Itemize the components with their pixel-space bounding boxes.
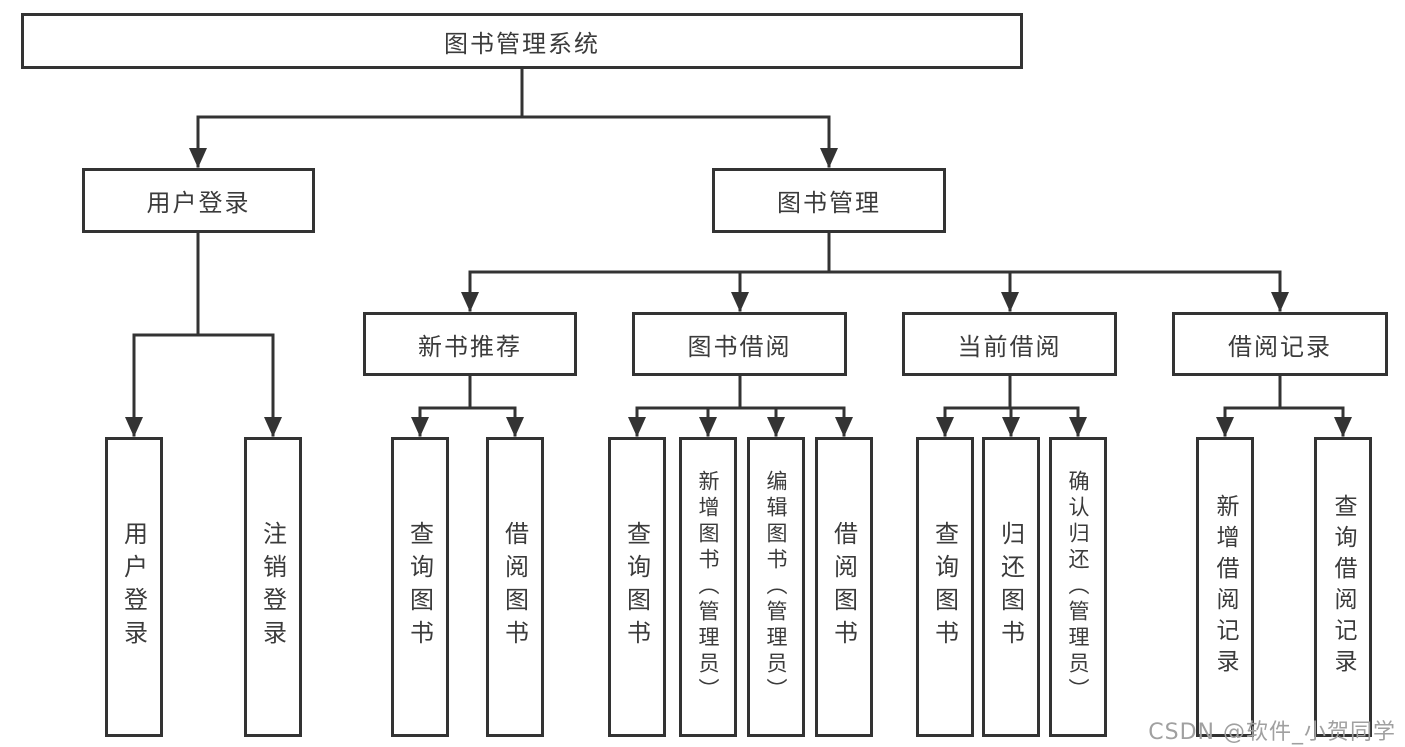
node-label: 图书借阅 [687, 332, 792, 361]
node-new-book-recommend: 新书推荐 [363, 312, 577, 376]
node-book-borrow: 图书借阅 [632, 312, 847, 376]
node-user-login: 用户登录 [82, 168, 315, 233]
csdn-watermark: CSDN @软件_小贺同学 [1148, 720, 1396, 745]
node-label: 注销登录 [258, 521, 287, 653]
node-leaf-query-borrow-record: 查询借阅记录 [1314, 437, 1372, 737]
node-root-book-management-system: 图书管理系统 [21, 13, 1023, 69]
node-leaf-return-books: 归还图书 [982, 437, 1040, 737]
node-label: 查询借阅记录 [1330, 494, 1356, 680]
node-label: 用户登录 [146, 189, 251, 217]
node-current-borrow: 当前借阅 [902, 312, 1117, 376]
node-leaf-user-login: 用户登录 [105, 437, 163, 737]
node-label: 图书管理系统 [444, 29, 600, 58]
node-leaf-query-books-3: 查询图书 [916, 437, 974, 737]
node-book-management: 图书管理 [712, 168, 946, 233]
node-leaf-confirm-return-admin: 确认归还（管理员） [1049, 437, 1107, 737]
node-label: 用户登录 [119, 521, 148, 653]
node-label: 查询图书 [622, 521, 651, 653]
node-leaf-add-books-admin: 新增图书（管理员） [679, 437, 737, 737]
node-label: 归还图书 [996, 521, 1025, 653]
node-label: 确认归还（管理员） [1066, 470, 1090, 704]
node-label: 当前借阅 [957, 332, 1062, 361]
node-leaf-query-books-1: 查询图书 [391, 437, 449, 737]
node-leaf-add-borrow-record: 新增借阅记录 [1196, 437, 1254, 737]
node-label: 借阅记录 [1228, 332, 1332, 361]
node-leaf-borrow-books-1: 借阅图书 [486, 437, 544, 737]
node-label: 编辑图书（管理员） [764, 470, 788, 704]
node-leaf-logout: 注销登录 [244, 437, 302, 737]
node-label: 借阅图书 [829, 521, 858, 653]
node-label: 查询图书 [930, 521, 959, 653]
node-label: 新增图书（管理员） [696, 470, 720, 704]
node-leaf-query-books-2: 查询图书 [608, 437, 666, 737]
node-label: 新增借阅记录 [1212, 494, 1238, 680]
node-leaf-edit-books-admin: 编辑图书（管理员） [747, 437, 805, 737]
node-label: 查询图书 [405, 521, 434, 653]
node-label: 借阅图书 [500, 521, 529, 653]
node-borrow-records: 借阅记录 [1172, 312, 1388, 376]
node-label: 图书管理 [777, 189, 881, 217]
node-leaf-borrow-books-2: 借阅图书 [815, 437, 873, 737]
node-label: 新书推荐 [418, 332, 522, 361]
